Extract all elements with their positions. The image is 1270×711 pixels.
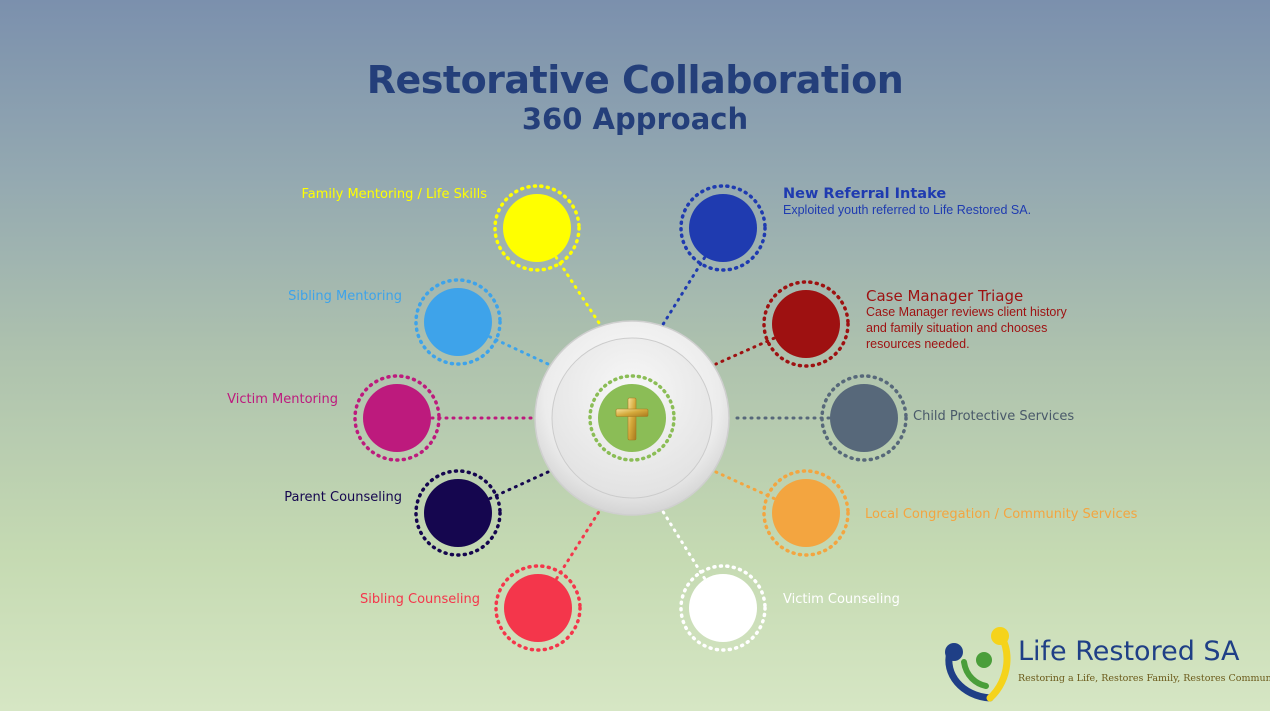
node-description: Case Manager reviews client history and … xyxy=(866,305,1067,351)
node-ring xyxy=(414,469,502,557)
node-circle xyxy=(772,479,840,547)
node-circle xyxy=(424,479,492,547)
node-circle xyxy=(363,384,431,452)
connector-victim-counseling xyxy=(660,508,725,610)
diagram-subtitle: 360 Approach xyxy=(521,102,749,136)
label-child-protective-services: Child Protective Services xyxy=(913,409,1074,425)
node-title: Victim Mentoring xyxy=(227,392,338,407)
logo-tagline: Restoring a Life, Restores Family, Resto… xyxy=(1018,673,1270,684)
node-child-protective-services xyxy=(820,374,908,462)
node-title: Child Protective Services xyxy=(913,409,1075,424)
hub xyxy=(534,320,730,516)
node-title: Local Congregation / Community Services xyxy=(865,507,1138,522)
node-local-congregation xyxy=(762,469,850,557)
node-circle xyxy=(503,194,571,262)
label-victim-mentoring: Victim Mentoring xyxy=(227,392,338,408)
node-title: Parent Counseling xyxy=(284,490,402,505)
node-ring xyxy=(679,564,767,652)
node-title: Sibling Mentoring xyxy=(288,289,402,304)
node-sibling-mentoring xyxy=(414,278,502,366)
node-victim-counseling xyxy=(679,564,767,652)
node-circle xyxy=(689,194,757,262)
node-title: Family Mentoring / Life Skills xyxy=(301,187,487,202)
node-circle xyxy=(504,574,572,642)
node-title: Sibling Counseling xyxy=(360,592,480,607)
node-description: Exploited youth referred to Life Restore… xyxy=(783,203,1032,217)
label-family-mentoring: Family Mentoring / Life Skills xyxy=(301,187,487,203)
label-sibling-counseling: Sibling Counseling xyxy=(360,592,480,608)
label-sibling-mentoring: Sibling Mentoring xyxy=(288,289,402,305)
node-ring xyxy=(493,184,581,272)
connector-sibling-mentoring xyxy=(456,320,550,366)
node-ring xyxy=(494,564,582,652)
satellite-nodes xyxy=(353,184,908,652)
node-ring xyxy=(353,374,441,462)
node-title: New Referral Intake xyxy=(783,186,947,202)
node-title: Case Manager Triage xyxy=(866,287,1024,305)
node-circle xyxy=(424,288,492,356)
cross-icon xyxy=(615,397,649,441)
node-sibling-counseling xyxy=(494,564,582,652)
label-victim-counseling: Victim Counseling xyxy=(783,592,900,608)
label-case-manager-triage: Case Manager Triage Case Manager reviews… xyxy=(866,288,1067,352)
connector-new-referral-intake xyxy=(660,226,725,328)
node-parent-counseling xyxy=(414,469,502,557)
node-circle xyxy=(830,384,898,452)
hub-dotted-ring xyxy=(588,374,676,462)
node-title: Victim Counseling xyxy=(783,592,900,607)
node-case-manager-triage xyxy=(762,280,850,368)
node-family-mentoring xyxy=(493,184,581,272)
logo-mark-icon xyxy=(945,627,1011,702)
life-restored-logo: Life Restored SA Restoring a Life, Resto… xyxy=(940,622,1270,702)
diagram-title: Restorative Collaboration xyxy=(366,58,904,102)
label-local-congregation: Local Congregation / Community Services xyxy=(865,507,1137,523)
label-new-referral-intake: New Referral Intake Exploited youth refe… xyxy=(783,186,1031,218)
node-circle xyxy=(772,290,840,358)
label-parent-counseling: Parent Counseling xyxy=(284,490,402,506)
node-ring xyxy=(762,280,850,368)
node-victim-mentoring xyxy=(353,374,441,462)
logo-name: Life Restored SA xyxy=(1018,636,1240,667)
node-new-referral-intake xyxy=(679,184,767,272)
node-ring xyxy=(414,278,502,366)
node-ring xyxy=(762,469,850,557)
node-ring xyxy=(679,184,767,272)
connector-sibling-counseling xyxy=(536,508,602,610)
node-ring xyxy=(820,374,908,462)
node-circle xyxy=(689,574,757,642)
